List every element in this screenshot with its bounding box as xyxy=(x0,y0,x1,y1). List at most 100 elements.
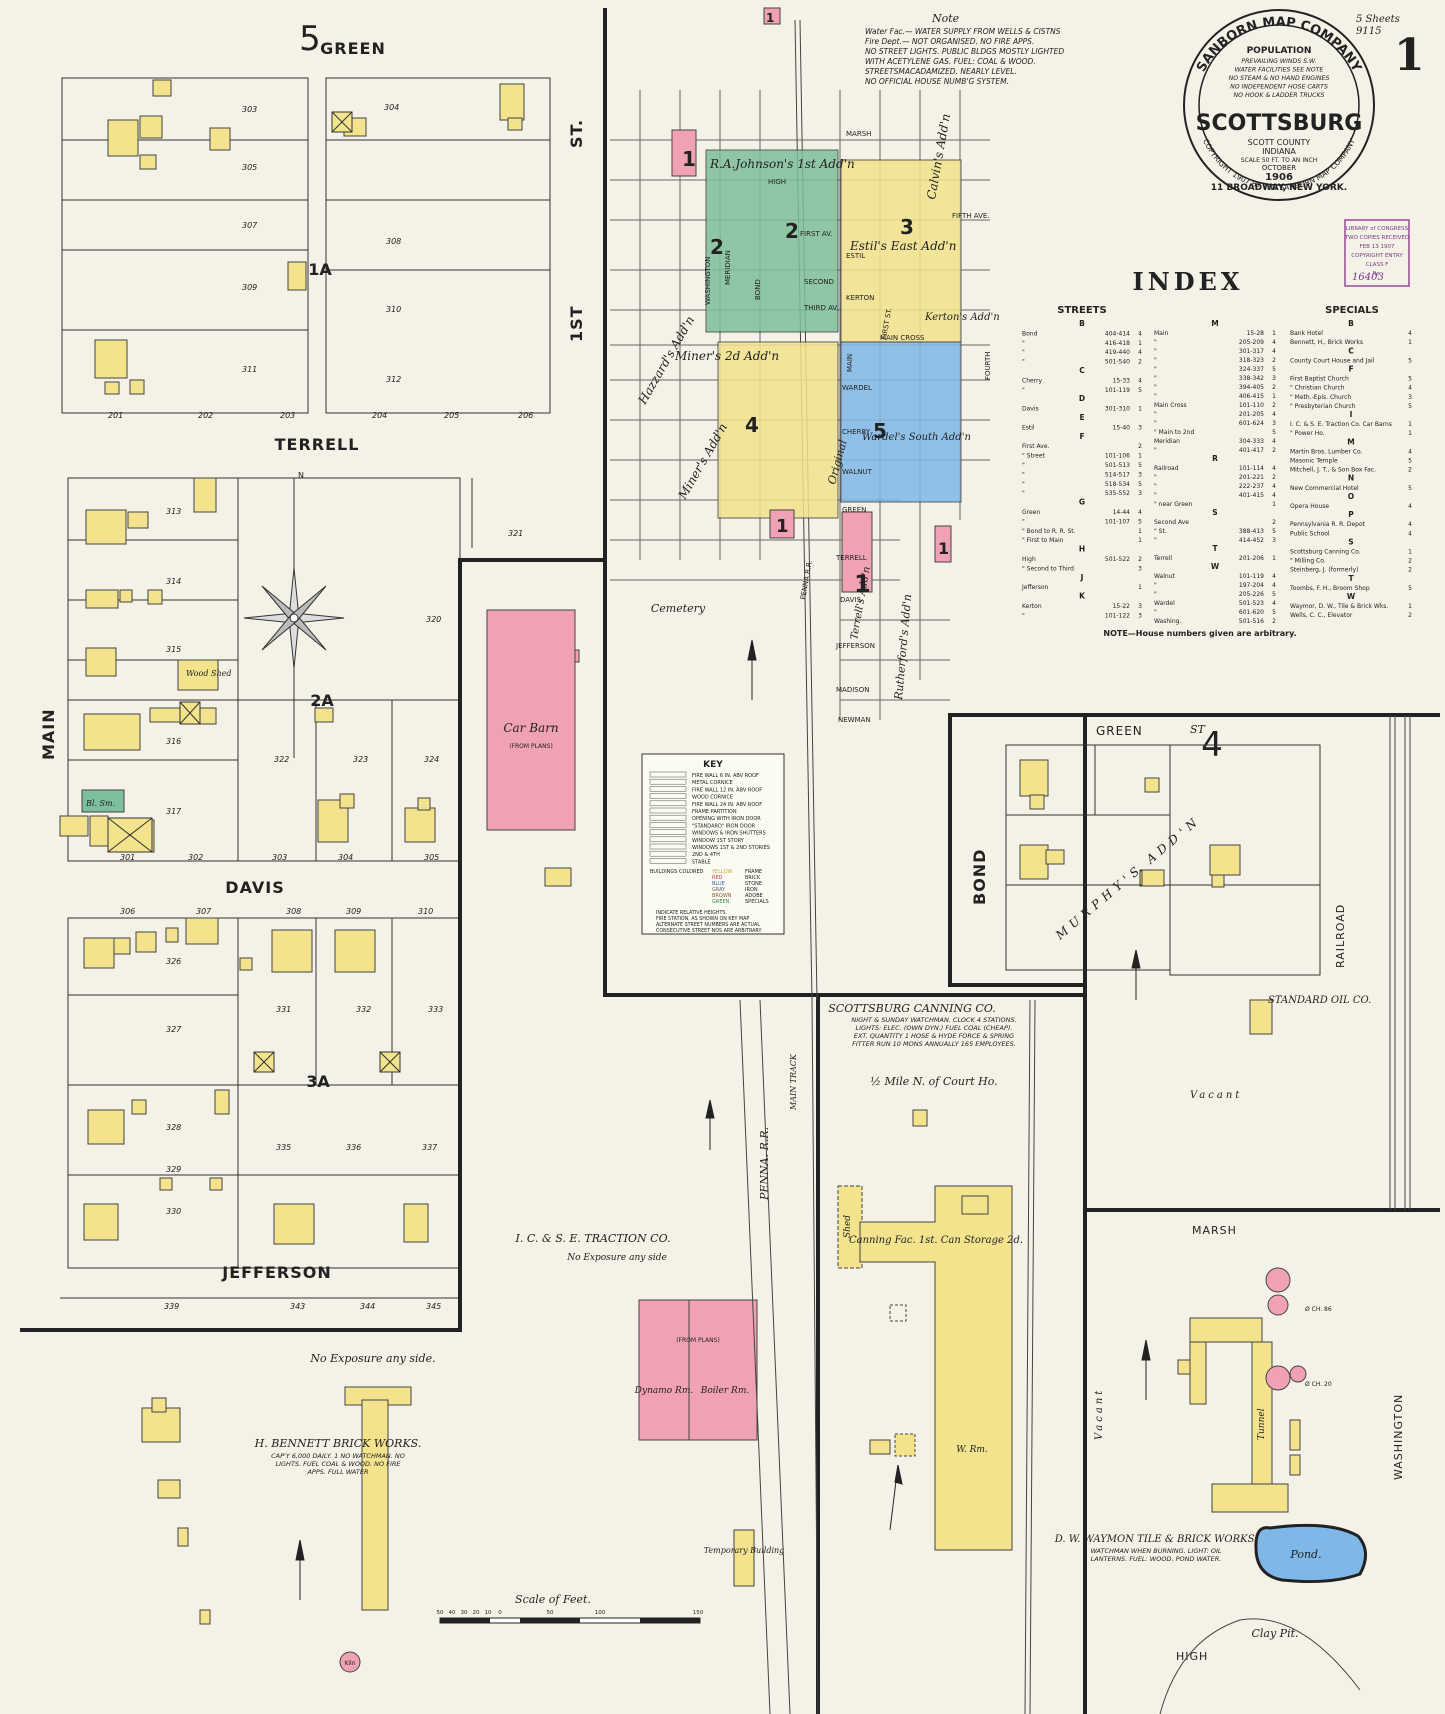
index-letter: C xyxy=(1079,366,1085,375)
index-letter: K xyxy=(1079,592,1086,601)
index-entry-name: " xyxy=(1154,411,1157,418)
index-entry-name: Jefferson xyxy=(1021,584,1049,591)
standard-oil-label: STANDARD OIL CO. xyxy=(1268,995,1371,1006)
sheet-number: 1 xyxy=(1394,30,1425,81)
house-number: 304 xyxy=(384,103,399,112)
index-entry-name: Railroad xyxy=(1154,465,1179,472)
index-letter: M xyxy=(1211,319,1218,328)
house-number: 303 xyxy=(272,853,287,862)
waymon-detail-line: WATCHMAN WHEN BURNING. LIGHT: OIL xyxy=(1090,1547,1221,1555)
index-entry-name: Toombs, F. H., Broom Shop xyxy=(1289,585,1370,592)
house-number: 315 xyxy=(166,645,181,654)
keymap-street: MARSH xyxy=(846,130,871,138)
car-barn-stub xyxy=(574,649,580,663)
key-symbol xyxy=(649,771,687,778)
canning-detail-line: LIGHTS: ELEC. (OWN DYN.) FUEL COAL (CHEA… xyxy=(856,1024,1013,1032)
index-entry-sheet: 5 xyxy=(1272,591,1276,598)
index-entry-sheet: 1 xyxy=(1272,501,1276,508)
house-number: 335 xyxy=(276,1143,291,1152)
index-letter: B xyxy=(1079,319,1085,328)
index-letter: R xyxy=(1212,454,1218,463)
keymap-street: JEFFERSON xyxy=(835,642,875,650)
key-color-meaning: FRAME xyxy=(745,869,762,875)
house-number: 345 xyxy=(426,1302,441,1311)
street-main: MAIN xyxy=(39,708,58,760)
index-entry-sheet: 2 xyxy=(1408,567,1412,574)
canning-co-label: SCOTTSBURG CANNING CO. xyxy=(828,1002,995,1015)
index-entry-sheet: 5 xyxy=(1408,485,1412,492)
index-entry-range: 601-620 xyxy=(1239,609,1264,616)
index-entry-name: Bank Hotel xyxy=(1290,330,1323,337)
index-entry-sheet: 5 xyxy=(1138,481,1142,488)
house-number: 310 xyxy=(386,305,401,314)
index-entry-range: 101-119 xyxy=(1239,573,1264,580)
index-entry-name: " xyxy=(1154,420,1157,427)
keymap-street: BOND xyxy=(754,279,762,300)
sheet-boundaries xyxy=(20,8,1440,1714)
note-line: STREETSMACADAMIZED. NEARLY LEVEL. xyxy=(865,67,1017,76)
key-note: CONSECUTIVE STREET NOS ARE ARBITRARY xyxy=(656,928,761,934)
keymap-street: WALNUT xyxy=(842,468,873,476)
street-railroad: RAILROAD xyxy=(1334,904,1347,968)
index-entry-sheet: 5 xyxy=(1138,518,1142,525)
index-entry-name: High xyxy=(1022,556,1036,563)
index-entry-name: " xyxy=(1022,359,1025,366)
key-color-name: BLUE xyxy=(712,881,725,887)
index-entry-name: " xyxy=(1154,492,1157,499)
index-letter: H xyxy=(1079,545,1085,554)
index-entry-sheet: 5 xyxy=(1272,366,1276,373)
key-item: METAL CORNICE xyxy=(692,780,733,786)
index-entry-name: " Meth.-Epis. Church xyxy=(1290,394,1351,401)
cemetery-label: Cemetery xyxy=(651,602,706,615)
stamp-line: CLASS F xyxy=(1366,262,1389,268)
key-item: FIRE WALL 12 IN. ABV ROOF xyxy=(692,787,762,793)
index-entry-range: 501-513 xyxy=(1105,462,1130,469)
index-entry-sheet: 2 xyxy=(1138,443,1142,450)
index-entry-sheet: 2 xyxy=(1272,447,1276,454)
house-number: 316 xyxy=(166,737,181,746)
keymap-street: FOURTH xyxy=(984,351,992,380)
vacant-label: Vacant xyxy=(1190,1090,1242,1101)
keymap-street: GREEN xyxy=(842,506,866,514)
kiln-label: Kiln xyxy=(344,1660,355,1667)
index-entry-name: " xyxy=(1154,447,1157,454)
index-entry-name: Opera House xyxy=(1290,503,1329,510)
key-sheet-2b: 2 xyxy=(785,219,799,243)
w-rm-label: W. Rm. xyxy=(956,1445,988,1455)
index-entry-name: " xyxy=(1022,462,1025,469)
index-entry-name: Kerton xyxy=(1022,603,1042,610)
key-sheet-5: 5 xyxy=(873,419,887,443)
index-entry-name: Scottsburg Canning Co. xyxy=(1290,549,1361,556)
waymon-label: D. W. WAYMON TILE & BRICK WORKS. xyxy=(1054,1534,1258,1545)
keymap-street: THIRD AV. xyxy=(803,304,839,312)
index-letter: F xyxy=(1348,365,1353,374)
index-entry-sheet: 1 xyxy=(1408,430,1412,437)
index-entry-sheet: 4 xyxy=(1138,509,1142,516)
index-entry-name: Public School xyxy=(1290,530,1330,537)
stamp-line: LIBRARY of CONGRESS xyxy=(1346,226,1409,232)
index-entry-sheet: 2 xyxy=(1272,618,1276,625)
index-specials-header: SPECIALS xyxy=(1325,305,1379,316)
index-entry-name: " xyxy=(1022,481,1025,488)
index-entry-sheet: 4 xyxy=(1272,348,1276,355)
key-color-name: YELLOW xyxy=(711,869,733,875)
index-entry-sheet: 2 xyxy=(1408,467,1412,474)
estils-east: Estil's East Add'n xyxy=(849,239,956,253)
index-entry-sheet: 1 xyxy=(1272,393,1276,400)
index-entry-name: Martin Bros. Lumber Co. xyxy=(1290,448,1363,455)
index-entry-sheet: 1 xyxy=(1138,340,1142,347)
index-letter: G xyxy=(1079,498,1085,507)
keymap-street: ESTIL xyxy=(846,252,865,260)
house-number: 312 xyxy=(386,375,401,384)
index-entry-sheet: 4 xyxy=(1272,600,1276,607)
house-number: 322 xyxy=(274,755,289,764)
index-entry-sheet: 4 xyxy=(1408,503,1412,510)
index-entry-sheet: 3 xyxy=(1138,471,1142,478)
index-entry-sheet: 5 xyxy=(1408,458,1412,465)
index-entry-sheet: 4 xyxy=(1408,448,1412,455)
bennett-long-shed xyxy=(361,1399,389,1611)
traction-co-label: I. C. & S. E. TRACTION CO. xyxy=(515,1232,671,1245)
bennett-detail-line: LIGHTS. FUEL COAL & WOOD. NO FIRE xyxy=(275,1460,401,1468)
